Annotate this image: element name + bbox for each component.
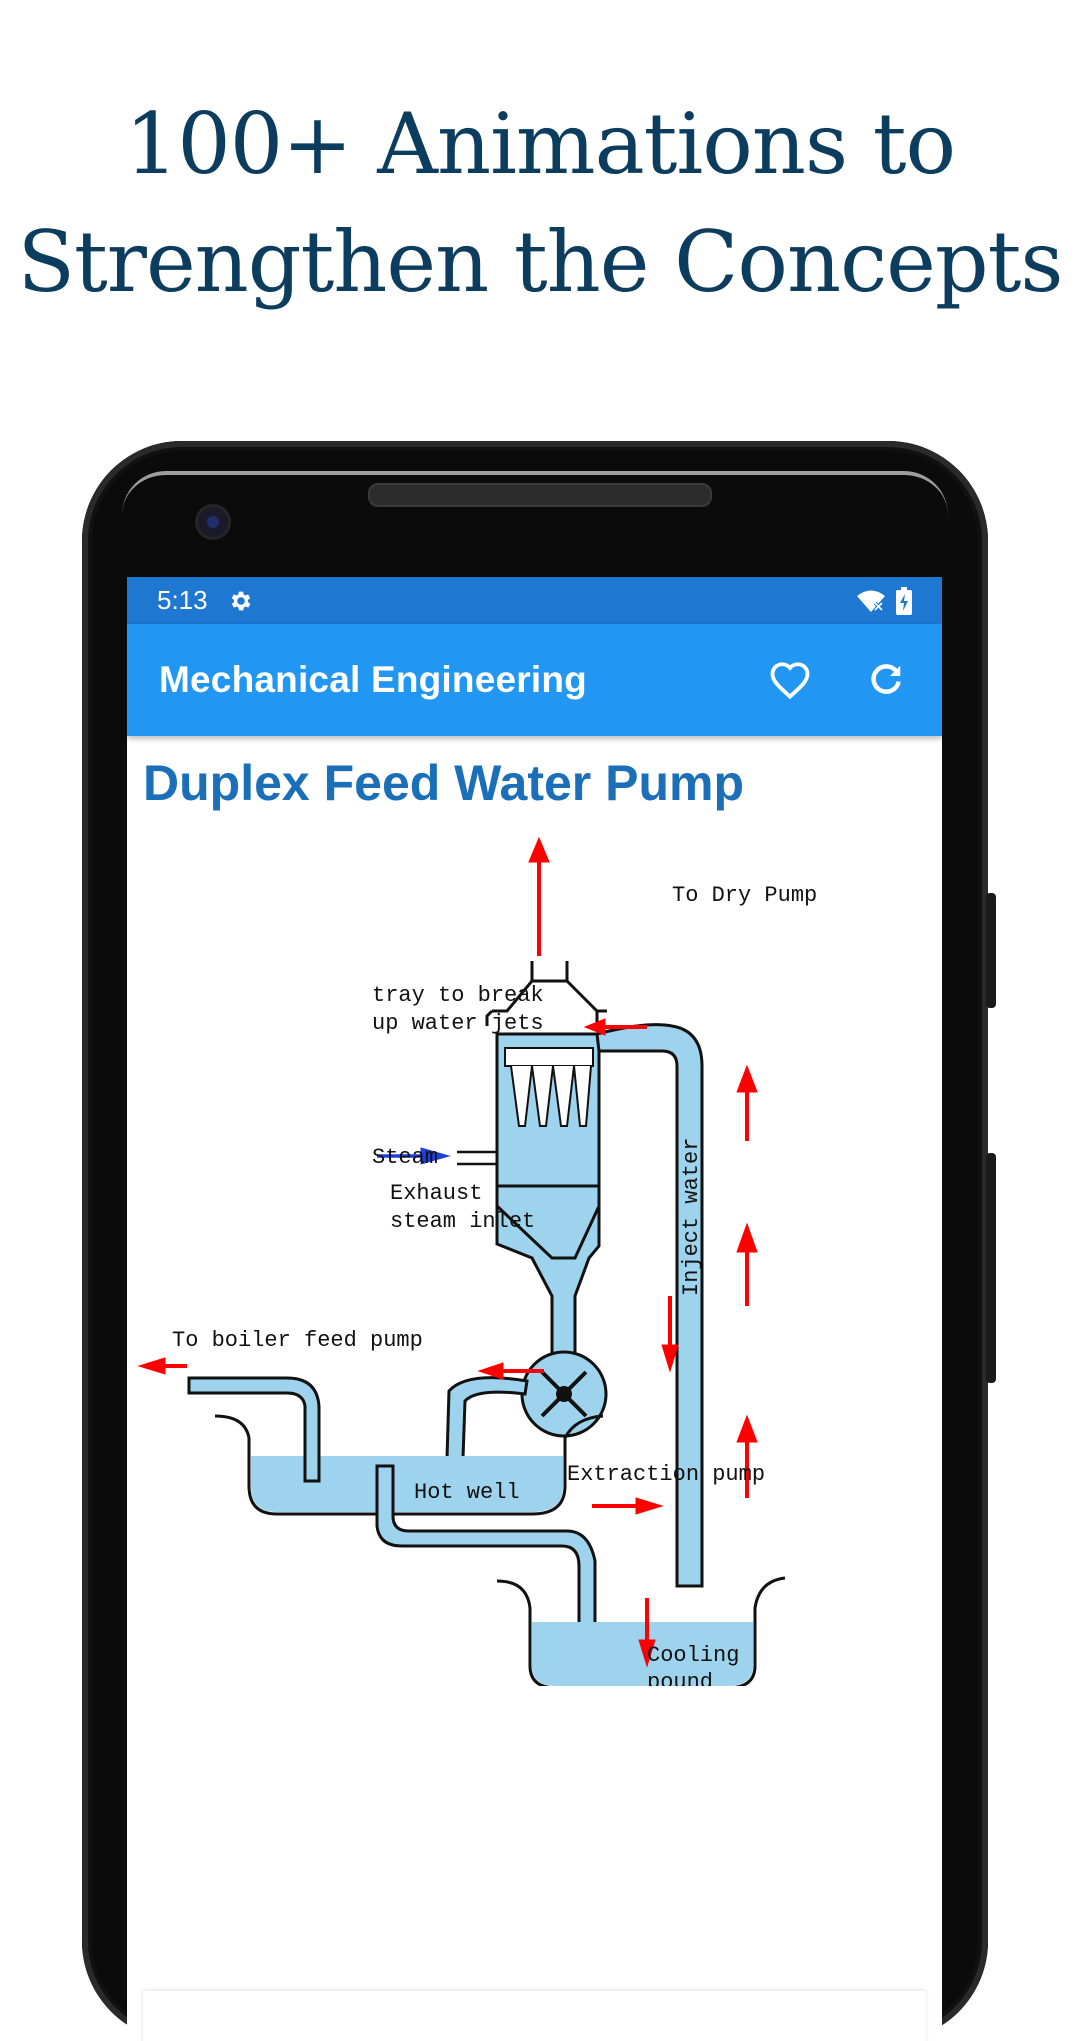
- diagram-hot-well-water: [251, 1456, 563, 1512]
- refresh-icon: [871, 664, 901, 694]
- phone-volume-button: [986, 893, 996, 1008]
- phone-speaker: [368, 483, 712, 507]
- promo-headline-line-2: Strengthen the Concepts: [17, 213, 1063, 311]
- label-steam: Steam: [372, 1145, 438, 1170]
- diagram-steam-arrow: [377, 1147, 451, 1165]
- favorite-button[interactable]: [766, 656, 814, 704]
- status-bar: 5:13: [127, 577, 942, 624]
- bottom-card: [143, 1991, 926, 2041]
- label-to-dry-pump: To Dry Pump: [672, 883, 817, 908]
- refresh-button[interactable]: [862, 656, 910, 704]
- promo-headline: 100+ Animations to Strengthen the Concep…: [0, 85, 1080, 321]
- topic-title: Duplex Feed Water Pump: [143, 755, 745, 811]
- phone-power-button: [986, 1153, 996, 1383]
- diagram-steam-inlet: [457, 1150, 497, 1166]
- status-time: 5:13: [157, 585, 208, 615]
- diagram-flow-arrows: [137, 836, 758, 1668]
- phone-screen: 5:13: [127, 577, 942, 2041]
- diagram-cooling-pond-water: [532, 1622, 753, 1686]
- label-to-boiler-feed-pump: To boiler feed pump: [172, 1328, 423, 1353]
- label-cooling-line-1: Cooling: [647, 1643, 739, 1668]
- battery-charging-icon: [896, 586, 912, 615]
- front-camera-icon: [198, 507, 228, 537]
- phone-bezel-highlight: [122, 471, 948, 515]
- diagram-pump-discharge-pipe: [445, 1376, 529, 1460]
- label-exhaust-line-1: Exhaust: [390, 1181, 482, 1206]
- wifi-off-icon: [856, 588, 886, 614]
- label-extraction-pump: Extraction pump: [567, 1462, 765, 1487]
- duplex-feed-water-pump-diagram: To Dry Pump tray to break up water jets …: [137, 836, 817, 1686]
- label-tray-line-1: tray to break: [372, 983, 544, 1008]
- heart-icon: [770, 662, 810, 700]
- app-bar-actions: [766, 656, 910, 704]
- label-inject-water: Inject water: [679, 1138, 704, 1296]
- phone-frame: 5:13: [82, 441, 996, 2041]
- label-tray-line-2: up water jets: [372, 1011, 544, 1036]
- label-hot-well: Hot well: [414, 1480, 520, 1505]
- diagram-boiler-feed-pipe: [187, 1376, 321, 1483]
- diagram-condenser-cone: [495, 1184, 601, 1260]
- app-title: Mechanical Engineering: [159, 659, 587, 700]
- app-bar: Mechanical Engineering: [127, 624, 942, 736]
- label-exhaust-line-2: steam inlet: [390, 1209, 535, 1234]
- diagram-hot-well-tank: [214, 1414, 604, 1516]
- label-cooling-line-2: pound: [647, 1670, 713, 1686]
- diagram-water-tray: [504, 1047, 594, 1127]
- promo-headline-line-1: 100+ Animations to: [124, 95, 956, 193]
- diagram-cooling-pond: [496, 1576, 786, 1686]
- gear-icon: [228, 588, 254, 614]
- diagram-pump-impeller: [540, 1370, 588, 1418]
